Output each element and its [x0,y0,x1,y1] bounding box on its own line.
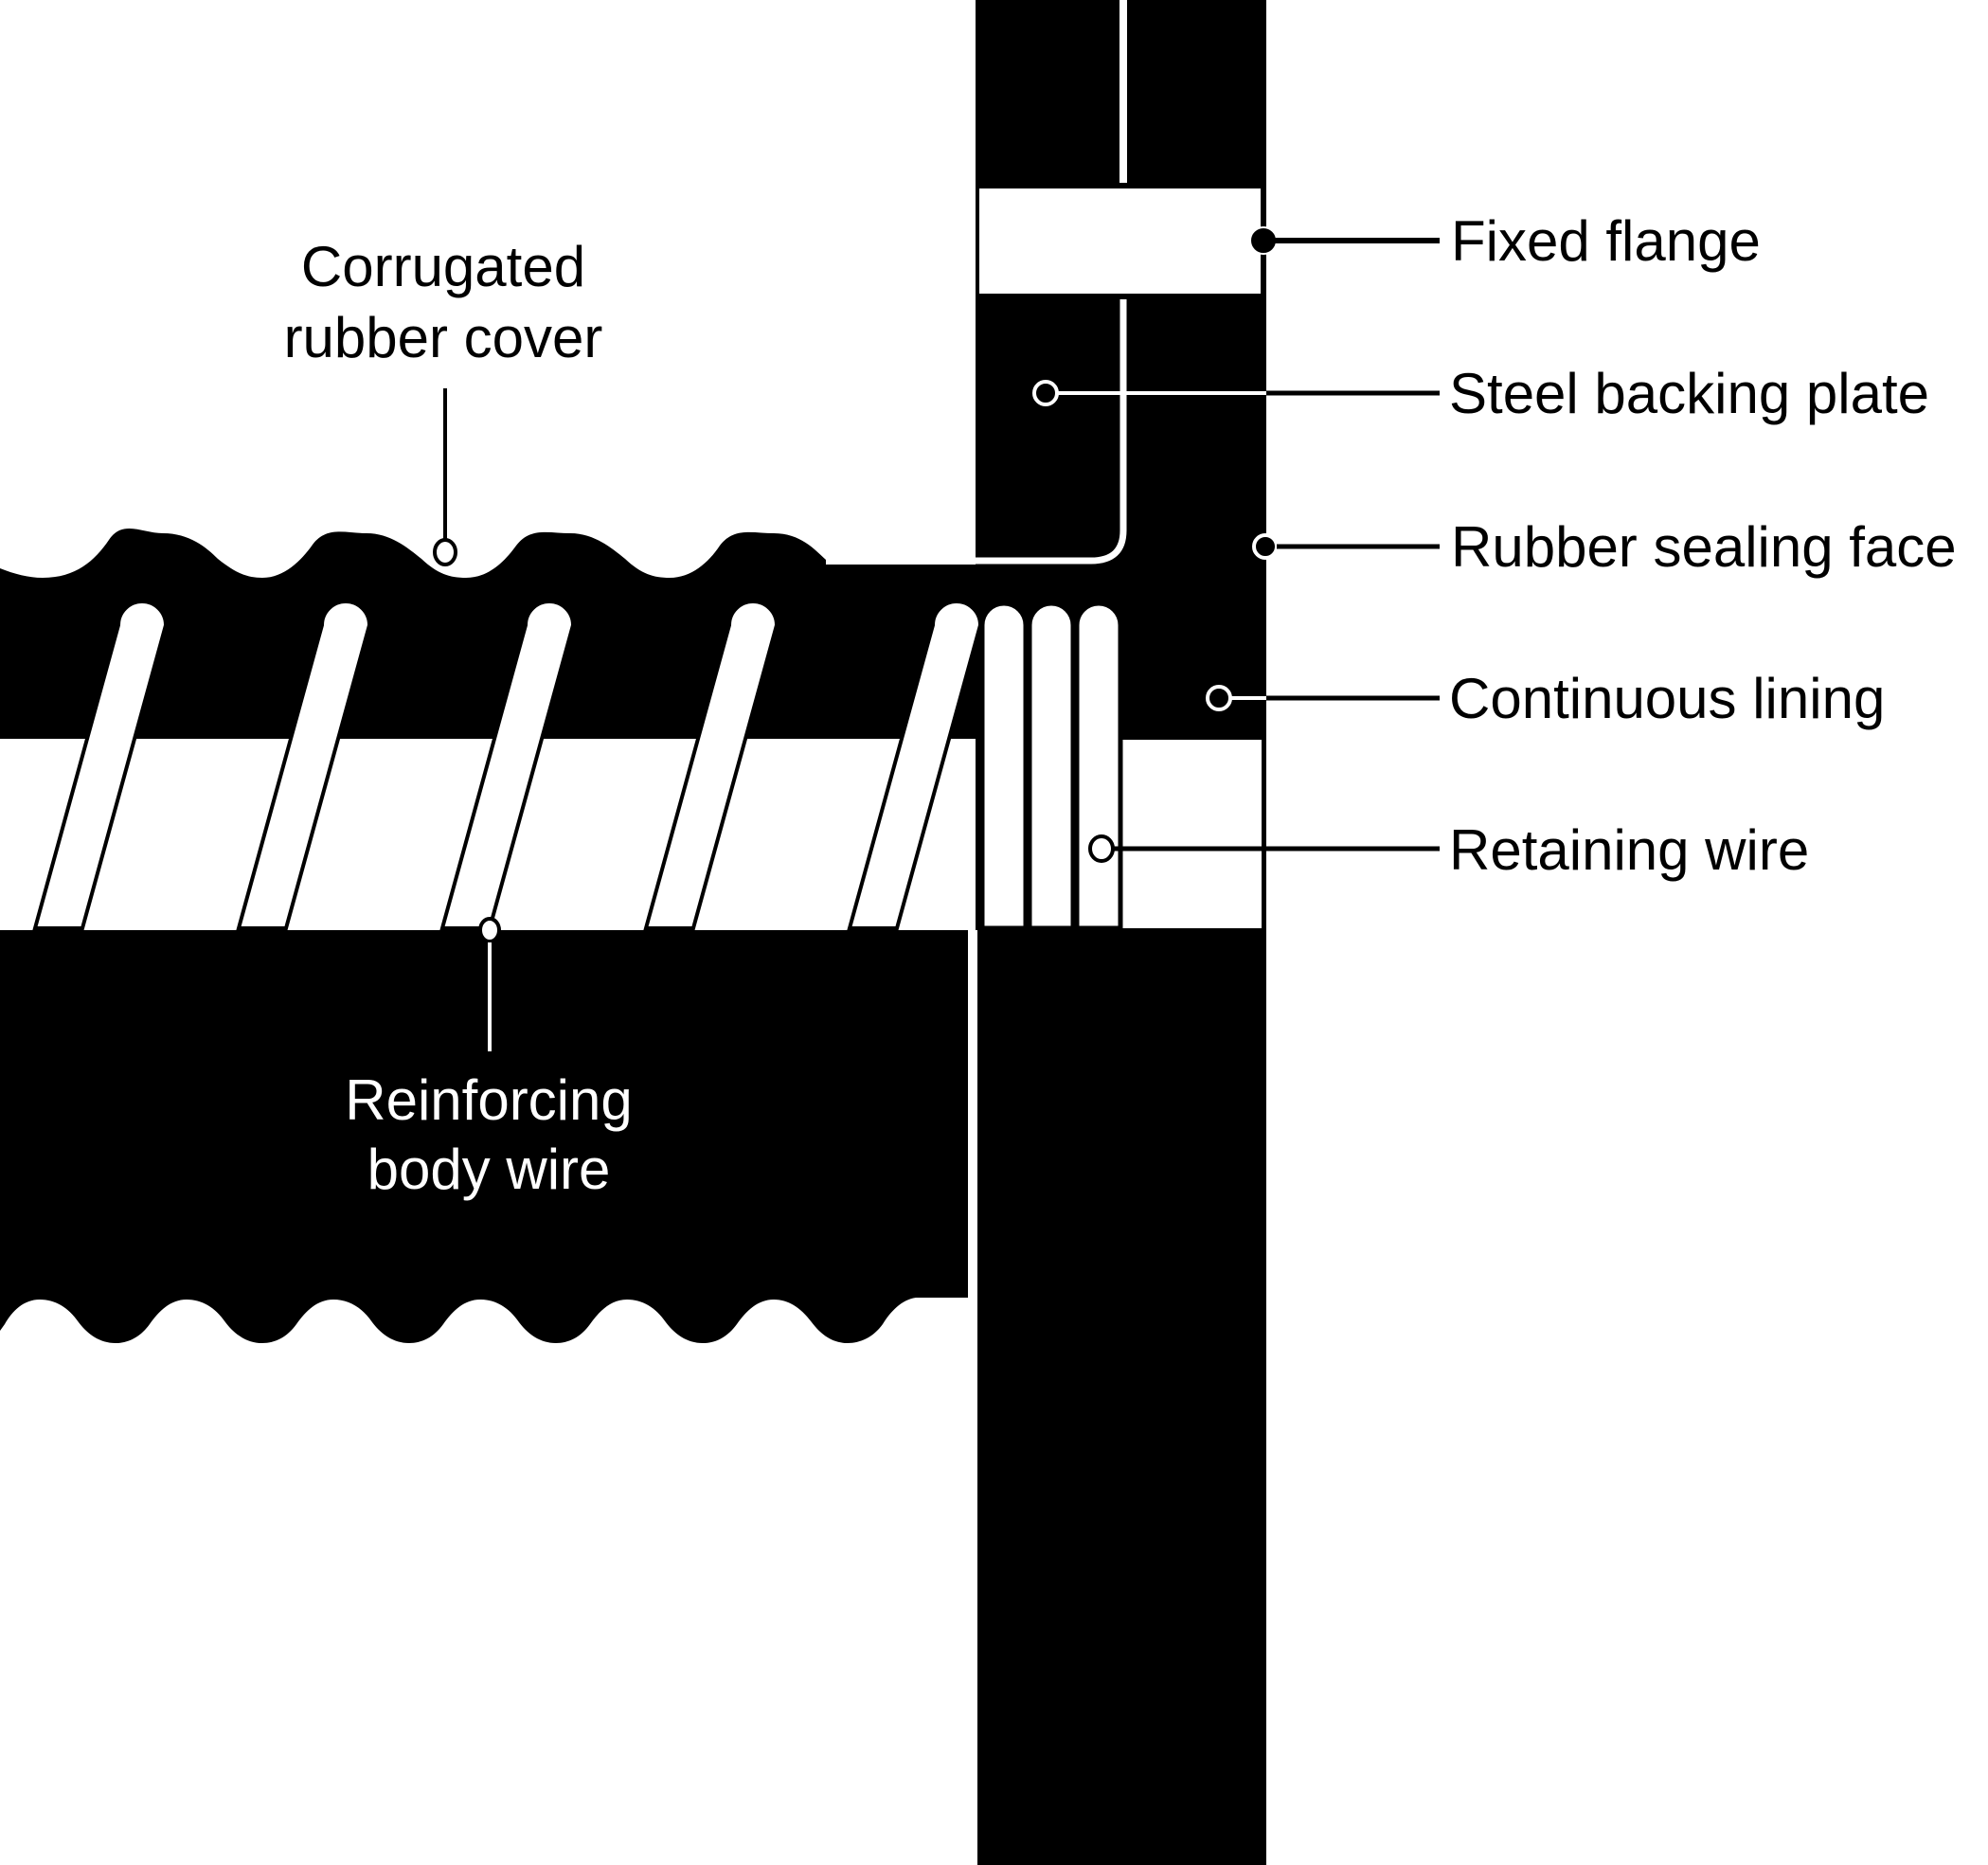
marker-steel-backing-plate [1032,380,1059,406]
label-reinforcing-wire-line1: Reinforcing [345,1068,633,1132]
marker-continuous-lining [1206,685,1232,711]
label-steel-backing-plate: Steel backing plate [1449,362,1929,425]
retaining-wire-turn [979,601,1029,931]
flange-divider-upper [1119,0,1127,183]
reinforcing-wire-helix [32,600,983,930]
label-fixed-flange: Fixed flange [1451,209,1761,273]
marker-retaining-wire [1088,834,1115,863]
reinforcing-wire-turn [236,600,372,930]
label-retaining-wire: Retaining wire [1449,818,1809,882]
fixed-flange [979,188,1261,294]
retaining-wire-turn [1027,601,1076,931]
marker-reinforcing-wire [478,917,501,943]
reinforcing-wire-turn [439,600,576,930]
flange-gap [968,930,977,1865]
corrugated-rubber-cover-bottom [0,930,968,1343]
reinforcing-wire-turn [32,600,169,930]
steel-backing-plate-outline [976,299,1127,565]
flange-lower-column [978,930,1266,1865]
label-corrugated-cover-line2: rubber cover [284,306,603,369]
reinforcing-wire-turn [643,600,779,930]
marker-rubber-sealing-face [1252,533,1279,560]
marker-fixed-flange [1249,226,1278,255]
retaining-wire-coils [979,601,1123,931]
label-continuous-lining: Continuous lining [1449,667,1885,730]
retaining-wire-turn [1074,601,1123,931]
marker-corrugated-cover [433,538,457,566]
label-reinforcing-wire-line2: body wire [367,1138,611,1201]
label-rubber-sealing-face: Rubber sealing face [1451,515,1957,579]
label-corrugated-cover-line1: Corrugated [301,235,585,298]
